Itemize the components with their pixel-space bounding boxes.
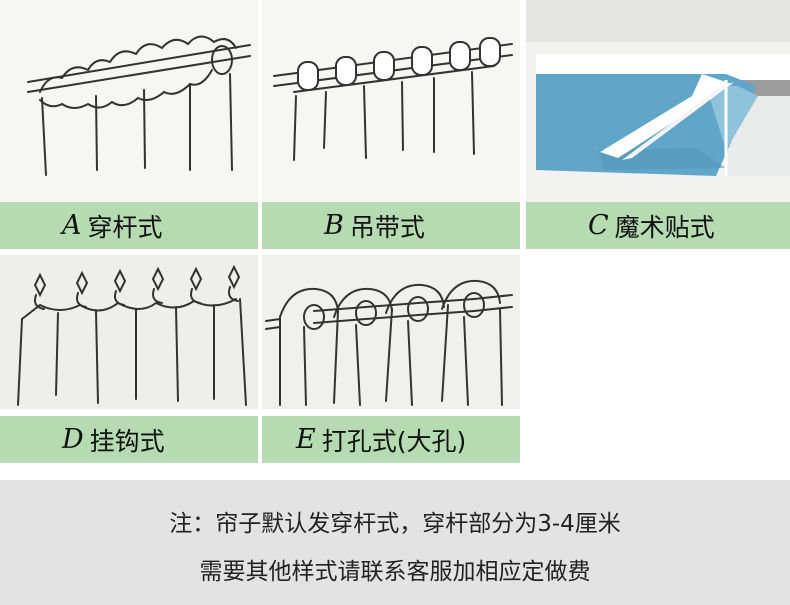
option-c-panel: C 魔术贴式 bbox=[526, 0, 790, 249]
grommet-illustration bbox=[262, 255, 520, 409]
option-e-caption: E 打孔式(大孔) bbox=[262, 416, 520, 463]
option-d-letter: D bbox=[62, 424, 84, 455]
note-line-2: 需要其他样式请联系客服加相应定做费 bbox=[199, 559, 591, 585]
option-c-caption: C 魔术贴式 bbox=[526, 202, 790, 249]
option-b-caption: B 吊带式 bbox=[262, 202, 520, 249]
option-e-letter: E bbox=[296, 424, 316, 455]
velcro-illustration bbox=[526, 0, 790, 202]
tab-top-illustration bbox=[262, 0, 520, 202]
option-a-name: 穿杆式 bbox=[87, 212, 163, 242]
option-c-name: 魔术贴式 bbox=[614, 212, 715, 242]
rod-pocket-illustration bbox=[0, 0, 258, 202]
option-e-name: 打孔式(大孔) bbox=[321, 426, 467, 456]
hook-illustration bbox=[0, 255, 258, 409]
option-e-panel: E 打孔式(大孔) bbox=[262, 255, 520, 463]
option-a-panel: A 穿杆式 bbox=[0, 0, 258, 249]
option-c-letter: C bbox=[588, 210, 609, 241]
option-b-panel: B 吊带式 bbox=[262, 0, 520, 249]
option-d-name: 挂钩式 bbox=[89, 426, 165, 456]
option-a-letter: A bbox=[62, 210, 82, 241]
option-a-caption: A 穿杆式 bbox=[0, 202, 258, 249]
note-footer: 注：帘子默认发穿杆式，穿杆部分为3-4厘米 需要其他样式请联系客服加相应定做费 bbox=[0, 480, 790, 605]
note-line-1: 注：帘子默认发穿杆式，穿杆部分为3-4厘米 bbox=[169, 511, 621, 537]
option-b-name: 吊带式 bbox=[349, 212, 425, 242]
option-d-panel: D 挂钩式 bbox=[0, 255, 258, 463]
option-b-letter: B bbox=[324, 210, 344, 241]
option-d-caption: D 挂钩式 bbox=[0, 416, 258, 463]
